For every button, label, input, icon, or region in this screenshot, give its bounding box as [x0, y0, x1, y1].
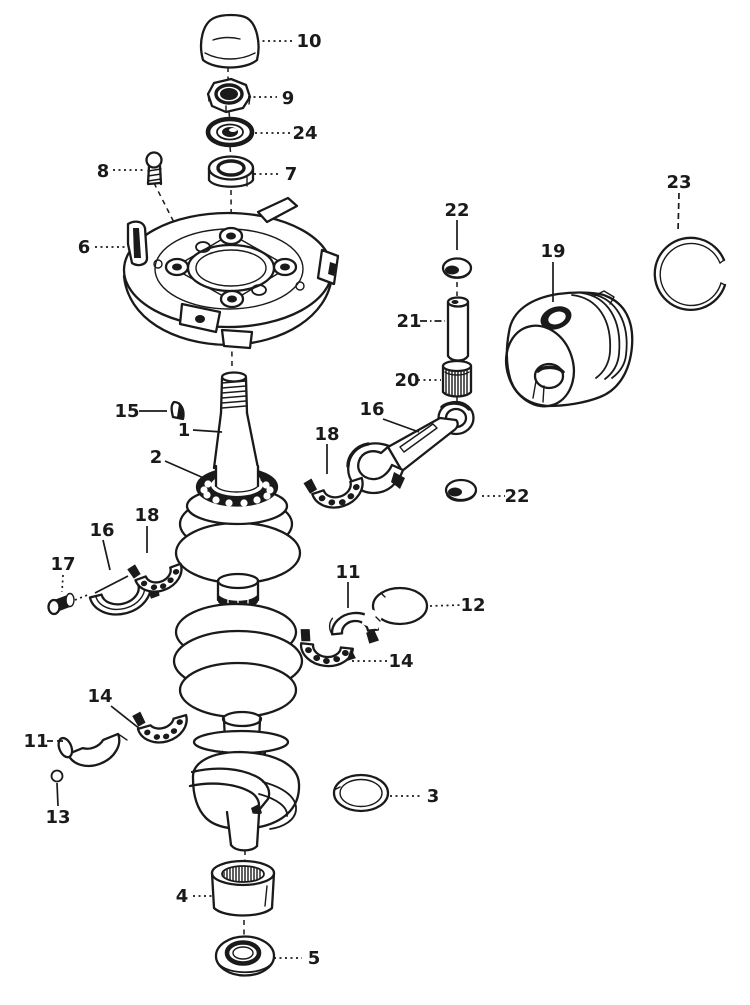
- callout-7: 7: [285, 164, 298, 185]
- bottom-crank-web: [188, 750, 301, 830]
- bottom-stub-shaft: [225, 810, 261, 852]
- bearing-cage-18-mid: [303, 476, 364, 509]
- crankshaft-threaded-end: [212, 371, 260, 470]
- cap-22-lower: [444, 478, 478, 502]
- callout-11-left: 11: [23, 731, 48, 752]
- callout-18-mid: 18: [314, 424, 339, 445]
- pin-needle-bearing: [441, 359, 473, 398]
- sealing-ring-3: [332, 773, 390, 813]
- needle-rollers: [223, 866, 261, 882]
- hex-nut: [206, 77, 252, 114]
- piston: [505, 290, 634, 408]
- callout-14-left: 14: [87, 686, 112, 707]
- cap-22-upper: [441, 257, 473, 279]
- top-ball-bearing: [195, 464, 279, 507]
- piston-pin: [446, 296, 470, 362]
- callout-5: 5: [308, 948, 321, 969]
- piston-skirt-edge: [505, 324, 575, 408]
- lower-needle-bearing: [210, 859, 276, 917]
- callout-21: 21: [396, 311, 421, 332]
- callout-22-lower: 22: [504, 486, 529, 507]
- wrist-pin-hole-lower: [532, 362, 565, 403]
- callout-16-left: 16: [89, 520, 114, 541]
- callout-16-rod: 16: [359, 399, 384, 420]
- wrist-pin-hole-upper: [540, 306, 572, 330]
- callout-2: 2: [150, 447, 163, 468]
- bearing-cage-18-left: [127, 562, 183, 593]
- callout-10: 10: [296, 31, 321, 52]
- piston-boss: [593, 290, 615, 305]
- callout-14-right: 14: [388, 651, 413, 672]
- stator-plate: [122, 196, 340, 350]
- bearing-cage-14-left: [132, 711, 188, 744]
- crank-web: [178, 661, 298, 719]
- screw: [145, 151, 163, 186]
- callout-3: 3: [427, 786, 440, 807]
- callout-11-right: 11: [335, 562, 360, 583]
- callout-18-left: 18: [134, 505, 159, 526]
- woodruff-key: [170, 400, 185, 421]
- seal-washer: [214, 935, 276, 977]
- callout-23: 23: [666, 172, 691, 193]
- lower-flange: [192, 729, 290, 755]
- callout-6: 6: [78, 237, 91, 258]
- bearing-shell-11-left: [57, 732, 128, 768]
- retaining-ring: [653, 236, 727, 311]
- callouts: 10 9 24 7 8 6 15 1 2 16 18 22 21 20 19 2…: [23, 31, 691, 969]
- crankshaft: [172, 371, 304, 852]
- dowel-pin-17: [47, 592, 75, 616]
- plate-tab-right: [316, 248, 340, 286]
- washer: [205, 116, 255, 148]
- plate-tab-bottom: [178, 302, 254, 350]
- callout-15: 15: [114, 401, 139, 422]
- callout-9: 9: [282, 88, 295, 109]
- callout-12: 12: [460, 595, 485, 616]
- retainer-clip: [126, 220, 149, 267]
- plate-bosses: [153, 226, 305, 309]
- callout-4: 4: [176, 886, 189, 907]
- callout-13: 13: [45, 807, 70, 828]
- cap-part: [199, 13, 260, 69]
- bearing-cage-14-right: [299, 629, 356, 668]
- leader-lines: [47, 40, 680, 959]
- callout-8: 8: [97, 161, 110, 182]
- spacer-collar: [207, 155, 255, 188]
- callout-24: 24: [292, 123, 317, 144]
- callout-17: 17: [50, 554, 75, 575]
- callout-19: 19: [540, 241, 565, 262]
- piston-ring-grooves: [571, 292, 628, 380]
- callout-22-upper: 22: [444, 200, 469, 221]
- plate-tab-top: [256, 196, 299, 224]
- callout-1: 1: [178, 420, 191, 441]
- check-ball-13: [50, 769, 64, 783]
- snap-ring-12: [361, 586, 429, 630]
- callout-20: 20: [394, 370, 419, 391]
